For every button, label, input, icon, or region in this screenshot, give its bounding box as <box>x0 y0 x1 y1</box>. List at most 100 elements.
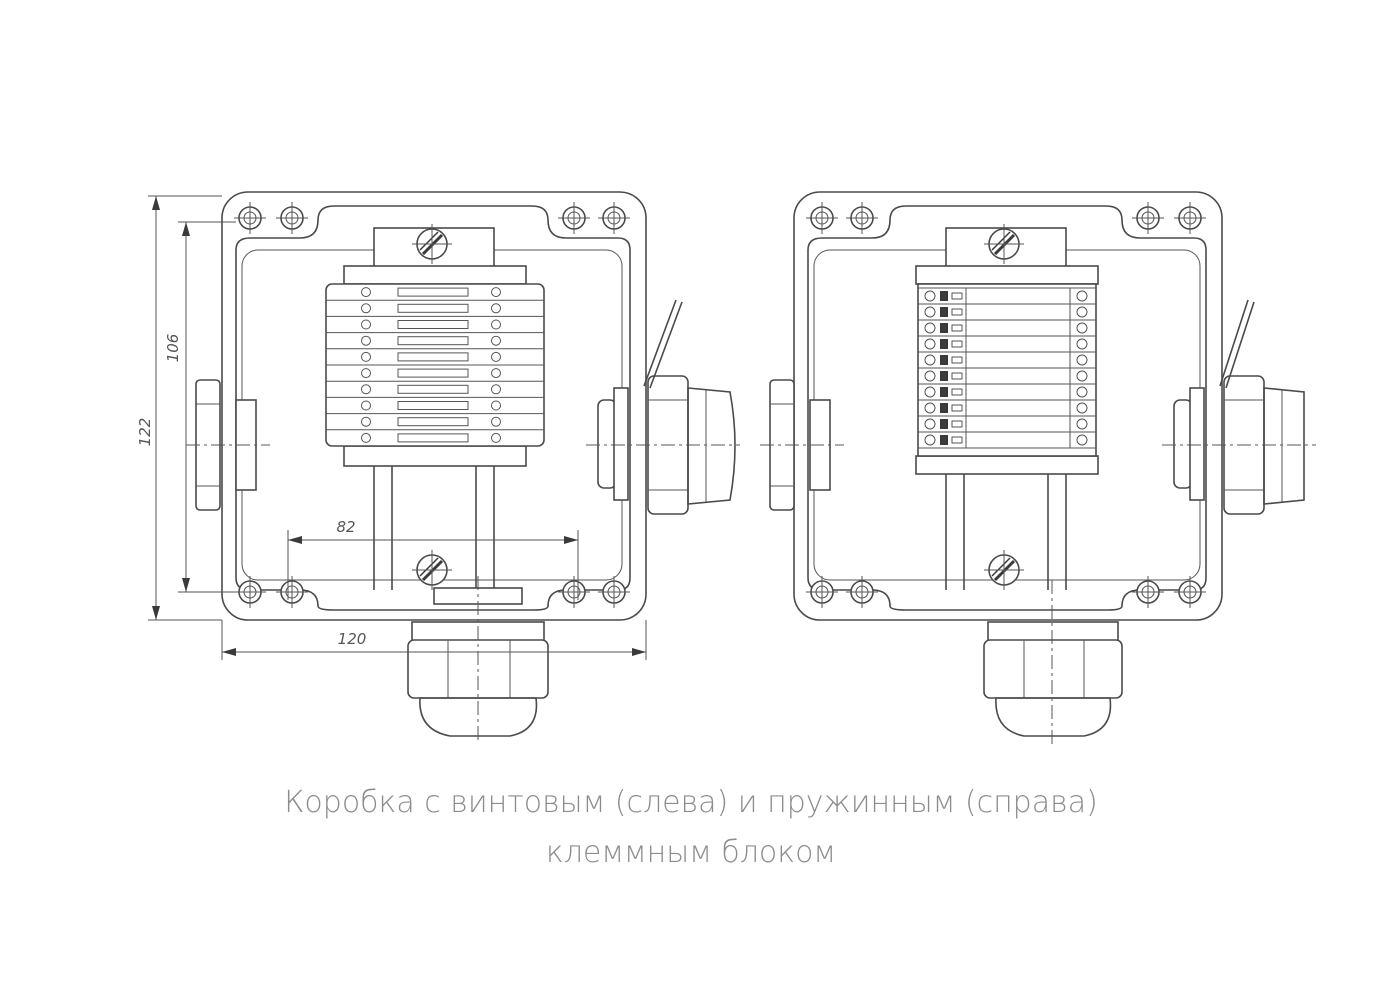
terminal-slot <box>397 352 469 362</box>
spring-clamp-icon <box>1076 402 1088 414</box>
spring-clamp-icon <box>1076 434 1088 446</box>
junction-box-spring-terminals <box>760 191 1316 744</box>
bolt-icon <box>845 575 879 609</box>
terminal-screw-icon <box>361 384 371 395</box>
spring-clamp-icon <box>924 418 936 430</box>
caption-line-1: Коробка с винтовым (слева) и пружинным (… <box>284 785 1098 820</box>
terminal-screw-icon <box>491 400 501 411</box>
terminal-screw-icon <box>361 351 371 362</box>
spring-terminal-block <box>917 283 1097 457</box>
terminal-slot <box>397 433 469 443</box>
spring-clamp-icon <box>1076 306 1088 318</box>
spring-lever <box>940 435 948 445</box>
terminal-screw-icon <box>361 432 371 443</box>
spring-clamp-icon <box>1076 338 1088 350</box>
spring-lever <box>951 372 963 380</box>
terminal-screw-icon <box>491 368 501 379</box>
dimension-122: 122 <box>136 195 222 621</box>
spring-lever <box>940 419 948 429</box>
bolt-icon <box>233 201 267 235</box>
junction-box-screw-terminals: 122 106 82 120 <box>136 191 740 744</box>
screw-terminal-block <box>325 283 545 447</box>
spring-clamp-icon <box>924 402 936 414</box>
terminal-screw-icon <box>491 432 501 443</box>
dimension-82: 82 <box>287 518 579 600</box>
spring-clamp-icon <box>1076 370 1088 382</box>
bolt-icon <box>1131 201 1165 235</box>
bolt-icon <box>805 201 839 235</box>
bolt-icon <box>275 575 309 609</box>
spring-lever <box>951 324 963 332</box>
terminal-slot <box>397 303 469 313</box>
screw-icon <box>982 548 1026 592</box>
terminal-slot <box>397 384 469 394</box>
dimension-120: 120 <box>221 620 647 660</box>
terminal-screw-icon <box>361 368 371 379</box>
screw-icon <box>410 548 454 592</box>
spring-clamp-icon <box>924 322 936 334</box>
spring-lever <box>951 420 963 428</box>
terminal-screw-icon <box>491 384 501 395</box>
terminal-screw-icon <box>361 303 371 314</box>
spring-lever <box>951 356 963 364</box>
spring-clamp-icon <box>924 354 936 366</box>
terminal-screw-icon <box>361 400 371 411</box>
bolt-icon <box>557 201 591 235</box>
spring-lever <box>940 339 948 349</box>
terminal-screw-icon <box>491 335 501 346</box>
terminal-screw-icon <box>361 416 371 427</box>
spring-lever <box>951 404 963 412</box>
caption-line-2: клеммным блоком <box>545 835 837 870</box>
spring-lever <box>951 308 963 316</box>
terminal-slot <box>397 417 469 427</box>
terminal-slot <box>397 336 469 346</box>
spring-clamp-icon <box>924 290 936 302</box>
terminal-screw-icon <box>491 287 501 298</box>
spring-lever <box>940 371 948 381</box>
dimension-label: 106 <box>164 334 182 363</box>
terminal-screw-icon <box>491 303 501 314</box>
spring-lever <box>951 292 963 300</box>
spring-lever <box>940 291 948 301</box>
bolt-icon <box>1131 575 1165 609</box>
bolt-icon <box>557 575 591 609</box>
bolt-icon <box>597 575 631 609</box>
bolt-icon <box>233 575 267 609</box>
spring-clamp-icon <box>924 386 936 398</box>
spring-clamp-icon <box>1076 418 1088 430</box>
bolt-icon <box>805 575 839 609</box>
spring-clamp-icon <box>924 306 936 318</box>
bolt-icon <box>1173 575 1207 609</box>
terminal-slot <box>397 287 469 297</box>
spring-lever <box>951 340 963 348</box>
spring-lever <box>940 355 948 365</box>
terminal-screw-icon <box>361 335 371 346</box>
dimension-label: 122 <box>136 418 154 447</box>
bolt-icon <box>1173 201 1207 235</box>
spring-clamp-icon <box>1076 322 1088 334</box>
spring-lever <box>951 436 963 444</box>
terminal-screw-icon <box>491 416 501 427</box>
terminal-screw-icon <box>361 319 371 330</box>
spring-clamp-icon <box>1076 386 1088 398</box>
terminal-slot <box>397 401 469 410</box>
figure-caption: Коробка с винтовым (слева) и пружинным (… <box>0 778 1382 878</box>
spring-lever <box>940 403 948 413</box>
spring-lever <box>940 307 948 317</box>
spring-clamp-icon <box>924 370 936 382</box>
terminal-slot <box>397 368 469 378</box>
dimension-106: 106 <box>164 221 236 593</box>
bolt-icon <box>597 201 631 235</box>
spring-clamp-icon <box>1076 354 1088 366</box>
spring-clamp-icon <box>924 434 936 446</box>
spring-clamp-icon <box>924 338 936 350</box>
terminal-screw-icon <box>491 319 501 330</box>
terminal-screw-icon <box>361 287 371 298</box>
bolt-icon <box>845 201 879 235</box>
terminal-slot <box>397 320 469 329</box>
spring-lever <box>940 387 948 397</box>
terminal-screw-icon <box>491 351 501 362</box>
spring-lever <box>951 388 963 396</box>
dimension-label: 120 <box>338 630 367 648</box>
